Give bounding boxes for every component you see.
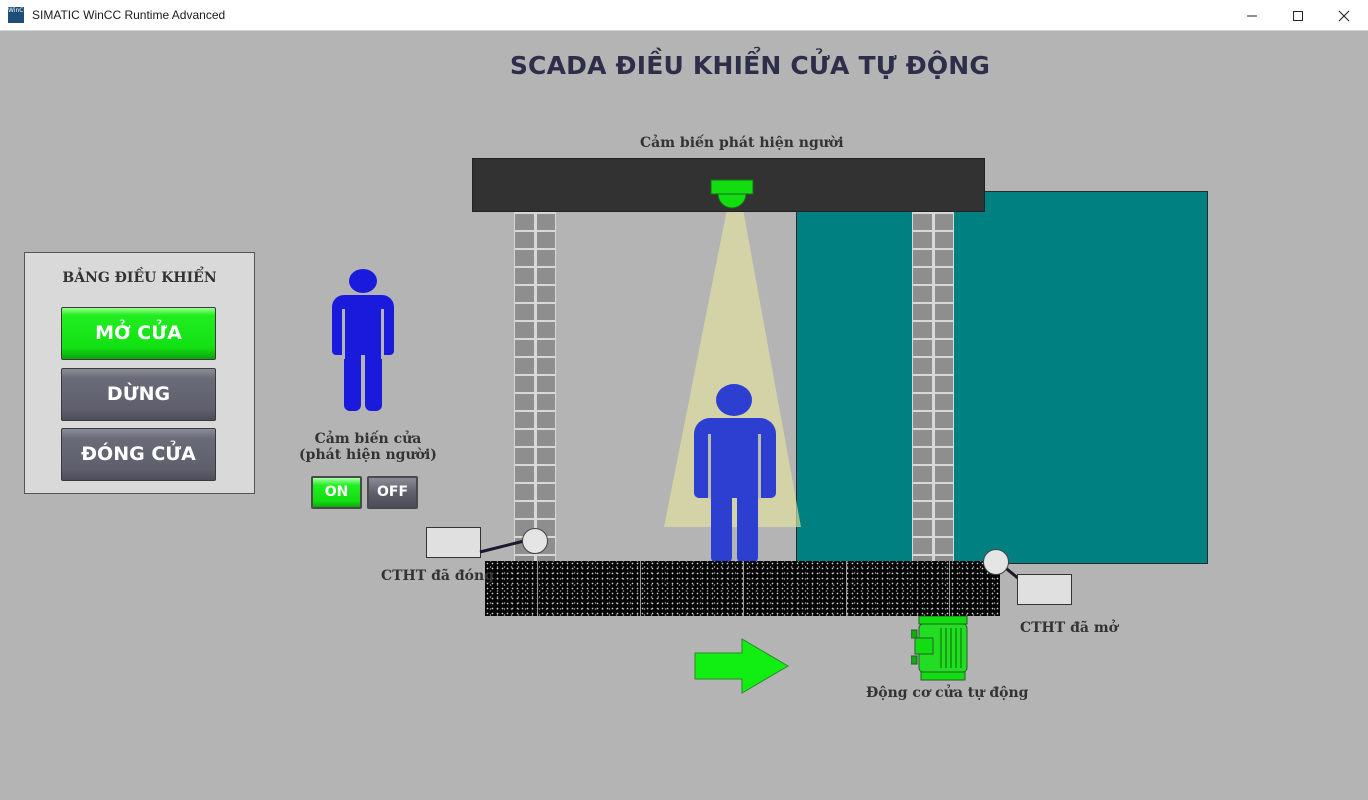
stop-button[interactable]: DỪNG	[61, 368, 216, 421]
open-limit-indicator	[1017, 574, 1072, 605]
sensor-on-button[interactable]: ON	[311, 476, 362, 509]
person-in-doorway-icon	[694, 384, 776, 564]
motor-label: Động cơ cửa tự động	[866, 685, 1029, 701]
closed-limit-indicator	[426, 527, 481, 558]
control-panel-title: BẢNG ĐIỀU KHIỂN	[62, 270, 217, 286]
maximize-button[interactable]	[1275, 0, 1321, 31]
minimize-button[interactable]	[1229, 0, 1275, 31]
door-track-floor	[485, 561, 1000, 616]
direction-arrow-right-icon	[694, 638, 789, 694]
sliding-door-panel	[796, 191, 1208, 564]
open-limit-switch-roller	[983, 549, 1009, 575]
left-brick-pillar	[514, 212, 556, 561]
door-sensor-label-line1: Cảm biến cửa	[314, 431, 422, 447]
screen-title: SCADA ĐIỀU KHIỂN CỬA TỰ ĐỘNG	[509, 51, 991, 80]
closed-limit-switch-roller	[522, 528, 548, 554]
close-window-button[interactable]	[1321, 0, 1367, 31]
presence-sensor-icon	[710, 179, 754, 209]
presence-sensor-label: Cảm biến phát hiện người	[640, 135, 844, 151]
open-door-button[interactable]: MỞ CỬA	[61, 307, 216, 360]
maximize-icon	[1293, 11, 1303, 21]
close-icon	[1338, 10, 1350, 22]
door-sensor-label-line2: (phát hiện người)	[299, 447, 437, 463]
right-brick-pillar	[912, 212, 954, 561]
control-panel: BẢNG ĐIỀU KHIỂN MỞ CỬA DỪNG ĐÓNG CỬA	[24, 252, 255, 494]
wincc-app-icon: WinCC	[8, 7, 28, 23]
closed-limit-switch-lever	[479, 539, 525, 554]
motor-icon	[911, 616, 968, 681]
window-title: SIMATIC WinCC Runtime Advanced	[32, 8, 226, 22]
hmi-screen: SCADA ĐIỀU KHIỂN CỬA TỰ ĐỘNG BẢNG ĐIỀU K…	[0, 31, 1368, 800]
window-titlebar: WinCC SIMATIC WinCC Runtime Advanced	[0, 0, 1368, 31]
open-limit-label: CTHT đã mở	[1020, 620, 1118, 636]
door-sensor-label: Cảm biến cửa (phát hiện người)	[298, 431, 438, 463]
close-door-button[interactable]: ĐÓNG CỬA	[61, 428, 216, 481]
closed-limit-label: CTHT đã đóng	[381, 568, 494, 584]
person-icon	[332, 269, 394, 414]
sensor-off-button[interactable]: OFF	[367, 476, 418, 509]
minimize-icon	[1247, 15, 1257, 17]
